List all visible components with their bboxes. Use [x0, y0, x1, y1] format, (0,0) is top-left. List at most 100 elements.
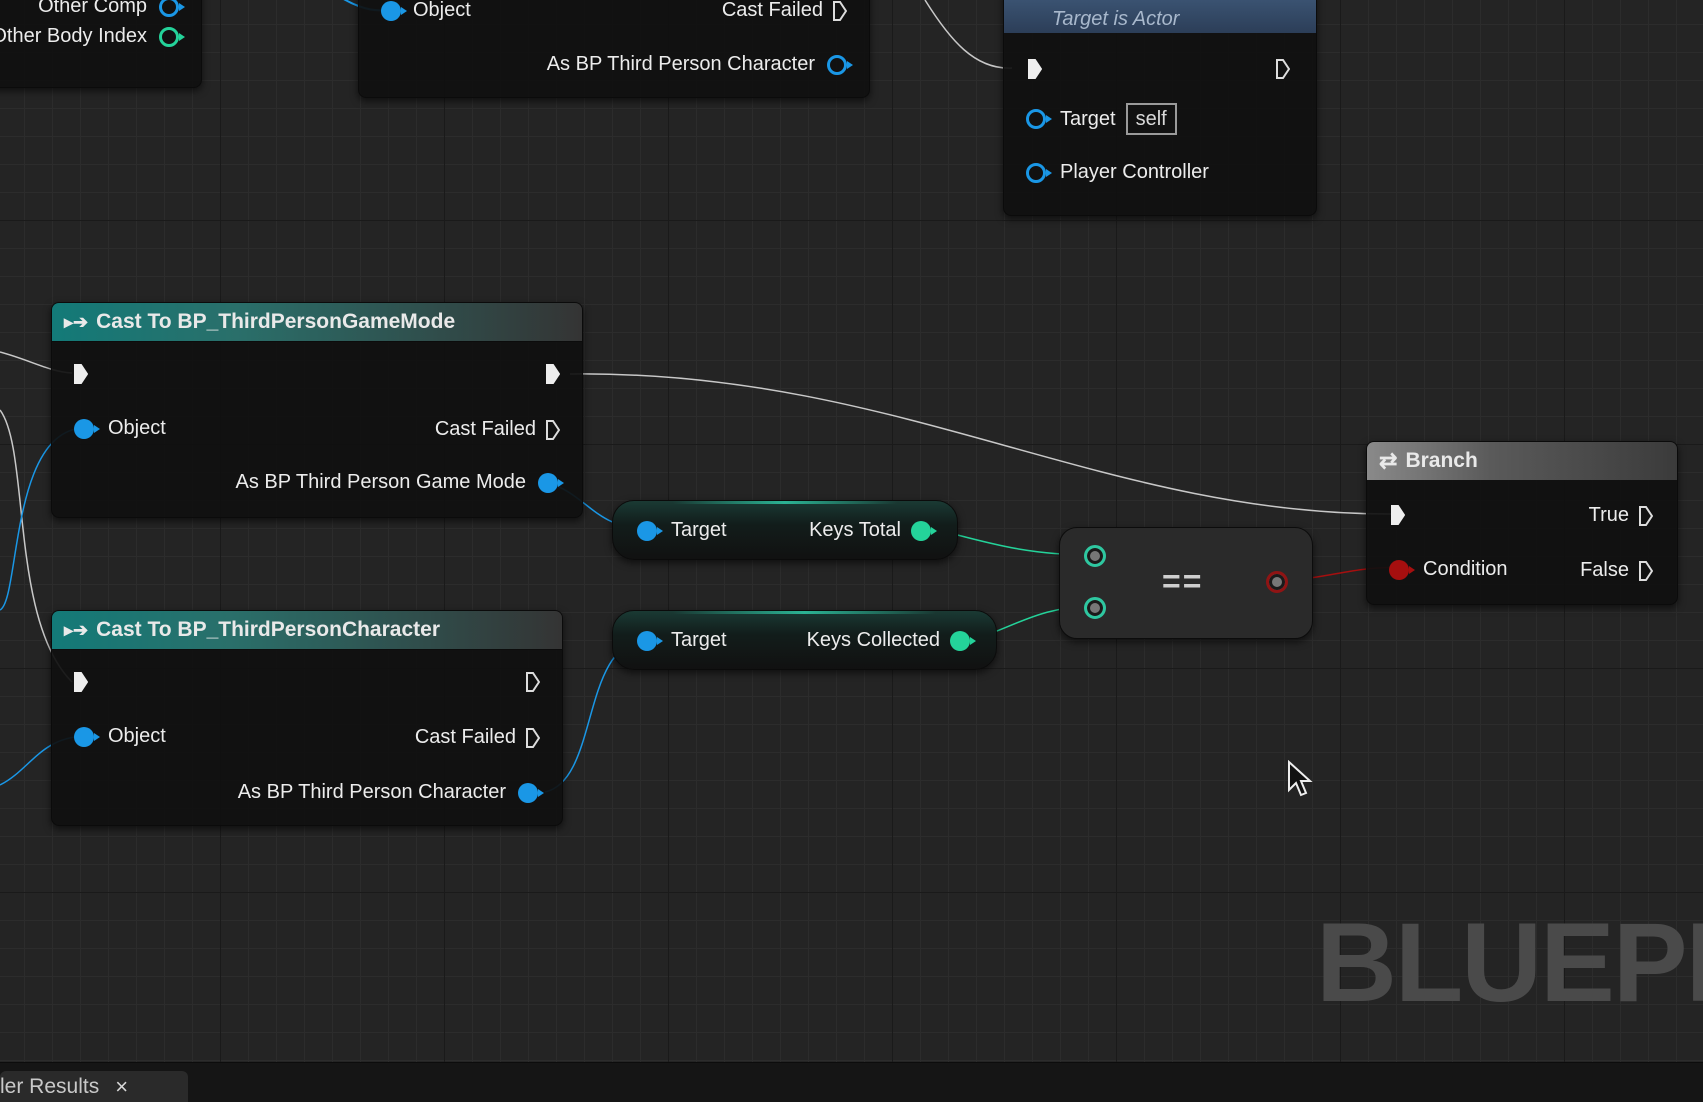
gamemode-exec-out-icon[interactable]: [546, 364, 560, 384]
cast-to-gamemode-node[interactable]: ▸➔ Cast To BP_ThirdPersonGameMode Object…: [51, 302, 583, 518]
close-icon[interactable]: ×: [115, 1073, 129, 1099]
equals-output-pin[interactable]: [1266, 571, 1288, 593]
gamemode-object-pin[interactable]: [74, 418, 100, 439]
keys-collected-target-label: Target: [671, 629, 727, 651]
actor-exec-out-icon[interactable]: [1276, 59, 1290, 79]
keys-total-pin[interactable]: [911, 520, 937, 541]
keys-collected-target-pin[interactable]: [637, 630, 663, 651]
actor-target-label: Target: [1060, 107, 1116, 130]
cast-gamemode-header: ▸➔ Cast To BP_ThirdPersonGameMode: [52, 303, 582, 342]
character-cast-failed-row[interactable]: Cast Failed: [415, 726, 540, 749]
keys-total-target-pin[interactable]: [637, 520, 663, 541]
branch-condition-pin[interactable]: [1389, 559, 1415, 580]
top-output-pin-row[interactable]: As BP Third Person Character: [546, 53, 853, 76]
keys-collected-pin[interactable]: [950, 630, 976, 651]
compiler-results-tab-label: ler Results: [0, 1074, 100, 1098]
other-body-index-pin[interactable]: [159, 26, 185, 47]
branch-exec-in-icon[interactable]: [1391, 505, 1405, 525]
exec-wire-to-branch: [569, 373, 1394, 515]
gamemode-object-label: Object: [108, 417, 166, 439]
blueprint-watermark: BLUEPR: [1316, 900, 1703, 1025]
character-object-label: Object: [108, 725, 166, 747]
character-cast-failed-label: Cast Failed: [414, 726, 516, 748]
gamemode-cast-failed-label: Cast Failed: [434, 418, 536, 440]
top-cast-failed-exec-icon[interactable]: [833, 0, 847, 21]
character-exec-out-icon[interactable]: [526, 672, 540, 692]
top-output-label: As BP Third Person Character: [546, 53, 815, 75]
equals-input-a-pin[interactable]: [1084, 545, 1106, 567]
keys-total-target-label: Target: [671, 519, 727, 541]
player-controller-pin[interactable]: [1026, 162, 1052, 183]
other-body-index-pin-row[interactable]: Other Body Index: [0, 25, 185, 48]
gamemode-cast-failed-row[interactable]: Cast Failed: [435, 418, 560, 441]
cast-icon: ▸➔: [64, 311, 89, 332]
gamemode-exec-in-icon[interactable]: [74, 364, 88, 384]
bottom-tab-bar: ler Results ×: [0, 1062, 1703, 1102]
equals-node[interactable]: ==: [1059, 527, 1313, 639]
gamemode-object-pin-row[interactable]: Object: [74, 417, 166, 440]
cast-character-header: ▸➔ Cast To BP_ThirdPersonCharacter: [52, 611, 562, 650]
branch-false-row[interactable]: False: [1580, 559, 1653, 582]
character-exec-in-icon[interactable]: [74, 672, 88, 692]
other-comp-label: Other Comp: [38, 0, 147, 17]
keys-collected-getter-node[interactable]: Target Keys Collected: [612, 610, 997, 670]
keys-total-output-row[interactable]: Keys Total: [809, 519, 937, 542]
equals-input-b-pin[interactable]: [1084, 597, 1106, 619]
player-controller-label: Player Controller: [1060, 161, 1209, 183]
character-object-pin[interactable]: [74, 726, 100, 747]
character-output-pin-row[interactable]: As BP Third Person Character: [237, 781, 544, 804]
branch-false-exec-icon[interactable]: [1639, 560, 1653, 581]
branch-false-label: False: [1580, 559, 1629, 581]
actor-target-self-field[interactable]: self: [1125, 103, 1177, 135]
branch-true-label: True: [1588, 504, 1629, 526]
keys-collected-target-row[interactable]: Target: [637, 629, 727, 652]
gamemode-output-pin[interactable]: [538, 472, 564, 493]
other-comp-pin[interactable]: [159, 0, 185, 17]
branch-node[interactable]: ⇄ Branch True Condition False: [1366, 441, 1678, 605]
character-object-pin-row[interactable]: Object: [74, 725, 166, 748]
branch-header: ⇄ Branch: [1367, 442, 1677, 480]
top-output-pin[interactable]: [827, 54, 853, 75]
player-controller-pin-row[interactable]: Player Controller: [1026, 161, 1209, 184]
actor-node-subtitle: Target is Actor: [1052, 7, 1180, 30]
character-output-label: As BP Third Person Character: [237, 781, 506, 803]
top-object-pin-row[interactable]: Object: [381, 0, 471, 22]
compiler-results-tab[interactable]: ler Results ×: [0, 1071, 188, 1102]
gamemode-cast-failed-exec-icon[interactable]: [546, 419, 560, 440]
actor-target-pin-row[interactable]: Target self: [1026, 103, 1177, 135]
branch-true-exec-icon[interactable]: [1639, 505, 1653, 526]
actor-node-header: Target is Actor: [1004, 0, 1316, 33]
top-object-pin[interactable]: [381, 0, 407, 21]
branch-icon: ⇄: [1379, 448, 1398, 473]
cast-character-title: Cast To BP_ThirdPersonCharacter: [96, 618, 440, 641]
character-cast-failed-exec-icon[interactable]: [526, 727, 540, 748]
cast-gamemode-title: Cast To BP_ThirdPersonGameMode: [96, 310, 456, 333]
branch-condition-row[interactable]: Condition: [1389, 558, 1508, 581]
top-cast-failed-label: Cast Failed: [721, 0, 823, 21]
top-cast-failed-row[interactable]: Cast Failed: [722, 0, 847, 22]
branch-condition-label: Condition: [1423, 558, 1508, 580]
other-comp-pin-row[interactable]: Other Comp: [38, 0, 185, 18]
cast-icon: ▸➔: [64, 619, 89, 640]
gamemode-output-label: As BP Third Person Game Mode: [235, 471, 526, 493]
actor-exec-in-icon[interactable]: [1028, 59, 1042, 79]
mouse-cursor-icon: [1288, 760, 1313, 797]
branch-true-row[interactable]: True: [1589, 504, 1653, 527]
top-object-label: Object: [413, 0, 471, 21]
get-controller-node[interactable]: Target is Actor Target self Player Contr…: [1003, 0, 1317, 216]
cast-to-character-node[interactable]: ▸➔ Cast To BP_ThirdPersonCharacter Objec…: [51, 610, 563, 826]
branch-title: Branch: [1405, 449, 1478, 472]
keys-collected-output-row[interactable]: Keys Collected: [806, 629, 976, 652]
keys-collected-label: Keys Collected: [806, 629, 940, 651]
keys-total-target-row[interactable]: Target: [637, 519, 727, 542]
actor-target-pin[interactable]: [1026, 109, 1052, 129]
equals-symbol: ==: [1162, 563, 1204, 599]
exec-wire-actor: [924, 0, 1013, 69]
gamemode-output-pin-row[interactable]: As BP Third Person Game Mode: [235, 471, 564, 494]
keys-total-label: Keys Total: [809, 519, 901, 541]
character-output-pin[interactable]: [518, 782, 544, 803]
other-body-index-label: Other Body Index: [0, 25, 147, 47]
keys-total-getter-node[interactable]: Target Keys Total: [612, 500, 958, 560]
overlap-event-node[interactable]: Other Comp Other Body Index: [0, 0, 202, 88]
top-cast-node[interactable]: Object Cast Failed As BP Third Person Ch…: [358, 0, 870, 98]
